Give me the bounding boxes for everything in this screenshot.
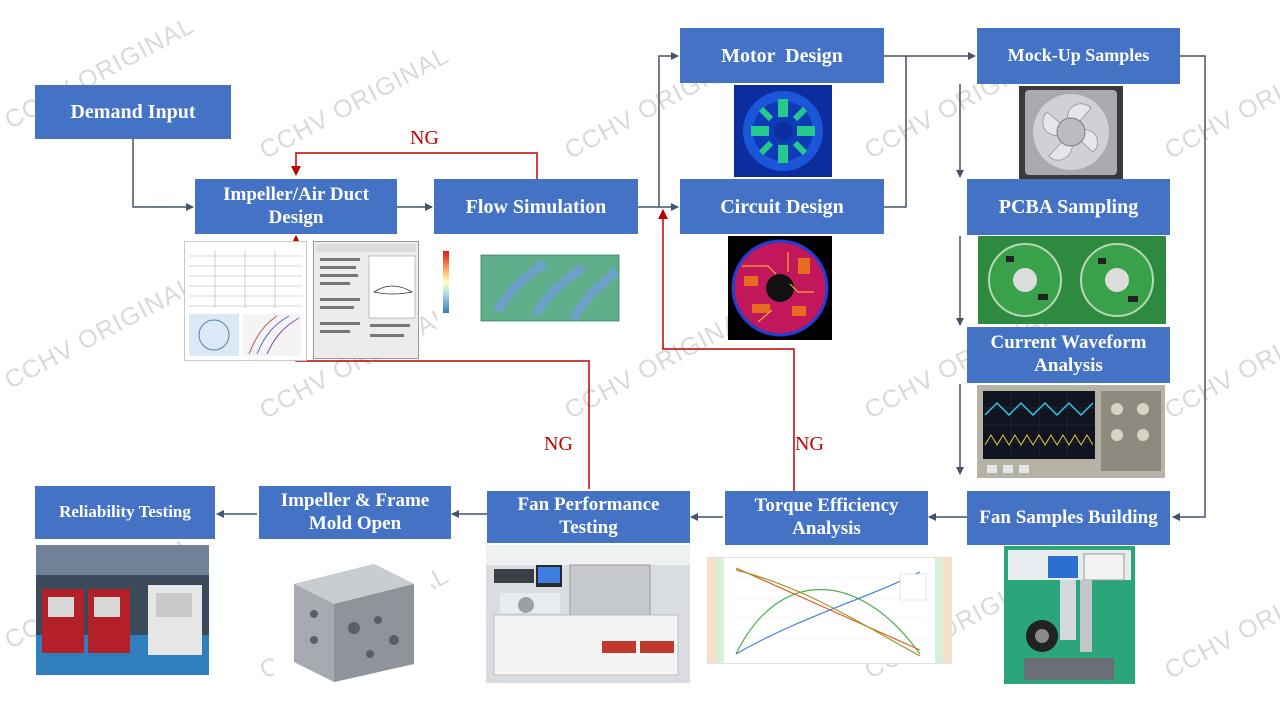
ng-label-top: NG (410, 127, 439, 149)
node-reliability-testing: Reliability Testing (35, 486, 215, 539)
ng-label-left: NG (544, 433, 573, 455)
flow-simulation-image (437, 241, 622, 326)
node-fan-performance-testing: Fan Performance Testing (487, 491, 690, 543)
arrow-circuit-to-mockup (884, 56, 907, 208)
mockup-fan-image (1019, 86, 1123, 179)
node-mockup-samples: Mock-Up Samples (977, 28, 1180, 84)
pcba-boards-image (978, 236, 1166, 324)
node-demand-input: Demand Input (35, 85, 231, 139)
circuit-pcb-image (728, 236, 832, 340)
airfoil-design-dialog-image (313, 241, 419, 359)
node-motor-design: Motor Design (680, 28, 884, 83)
node-torque-efficiency-analysis: Torque Efficiency Analysis (725, 491, 928, 545)
mold-image (274, 544, 431, 684)
arrow-mockup-to-fan-samples (1172, 55, 1206, 521)
node-impeller-air-duct-design: Impeller/Air Duct Design (195, 179, 397, 234)
ng-arrow-flow-to-impeller (291, 152, 538, 179)
oscilloscope-image (977, 385, 1165, 478)
node-fan-samples-building: Fan Samples Building (967, 491, 1170, 545)
motor-stator-image (734, 85, 832, 177)
torque-efficiency-chart-image (707, 557, 952, 664)
node-flow-simulation: Flow Simulation (434, 179, 638, 234)
node-circuit-design: Circuit Design (680, 179, 884, 234)
fan-samples-equipment-image (1004, 546, 1135, 684)
ng-label-right: NG (795, 433, 824, 455)
reliability-chamber-image (36, 545, 209, 675)
fan-performance-test-bench-image (486, 545, 690, 683)
impeller-calculation-sheet-image (184, 241, 307, 361)
arrow-demand-to-impeller (132, 139, 194, 211)
node-impeller-frame-mold-open: Impeller & Frame Mold Open (259, 486, 451, 539)
node-pcba-sampling: PCBA Sampling (967, 179, 1170, 235)
ng-arrow-torque-to-circuit (658, 209, 795, 491)
node-current-waveform-analysis: Current Waveform Analysis (967, 327, 1170, 383)
arrow-flow-to-motor (658, 52, 679, 207)
